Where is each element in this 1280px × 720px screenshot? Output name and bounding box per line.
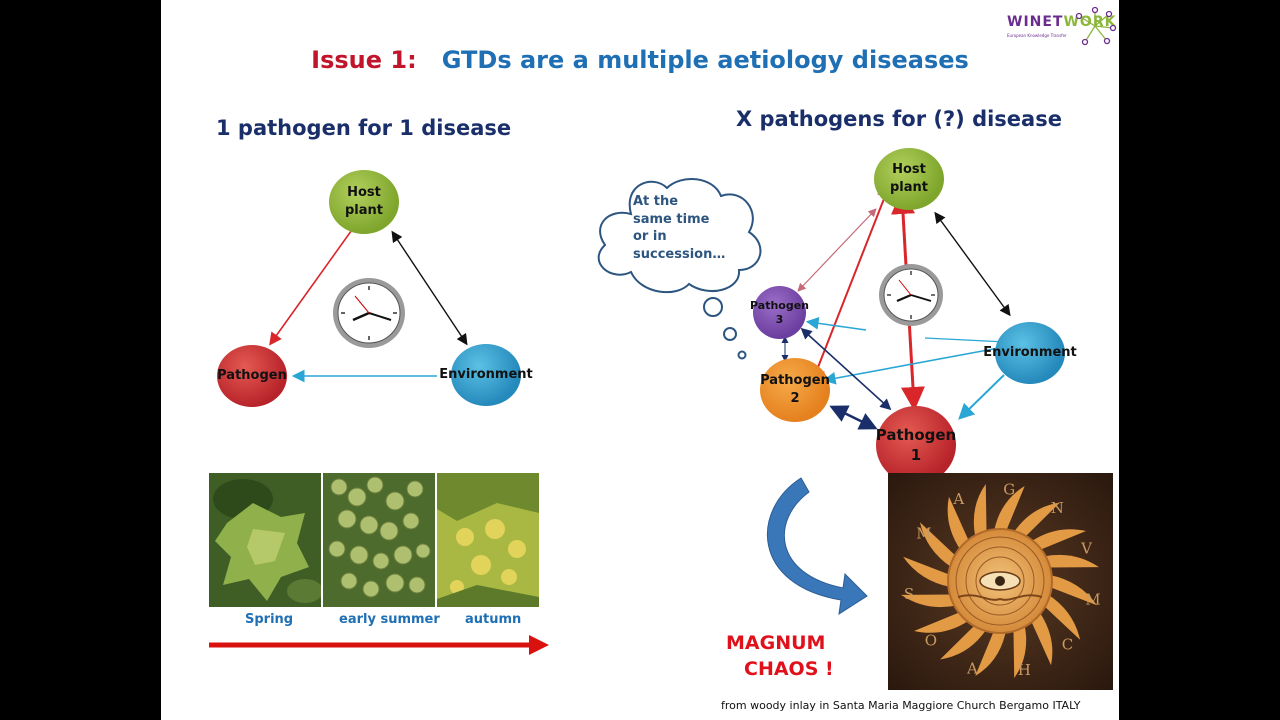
arrow-env-pathogen1	[958, 374, 1005, 420]
sun-rays	[901, 483, 1099, 679]
chaos-line-1: MAGNUM	[726, 632, 826, 654]
sun-ray	[903, 556, 951, 587]
arrow-host-environment-right	[934, 211, 1011, 317]
thought-line-4: succession…	[633, 246, 726, 262]
photo-spring-leaf	[209, 473, 321, 607]
host-right-label-1: Host	[892, 162, 926, 178]
pathogen1-label-1: Pathogen	[875, 425, 957, 444]
pathogen2-label-2: 2	[790, 391, 800, 406]
sun-ray	[940, 624, 987, 660]
photo-early-summer-grapes	[323, 473, 435, 607]
inlay-letter: M	[916, 525, 931, 543]
pathogen1-label-2: 1	[910, 446, 922, 464]
node-host-plant-right: Host plant	[874, 148, 944, 210]
arrow-host-pathogen	[269, 217, 361, 346]
sun-ray	[947, 496, 970, 551]
season-autumn: autumn	[465, 612, 522, 627]
node-pathogen-2: Pathogen 2	[760, 358, 830, 422]
inlay-letter: H	[1018, 661, 1031, 679]
node-environment: Environment	[439, 344, 533, 406]
woody-inlay-sun-image: M A G N V M C H A O S	[888, 473, 1113, 690]
curved-arrow-icon	[766, 477, 868, 616]
inlay-caption: from woody inlay in Santa Maria Maggiore…	[721, 699, 1081, 712]
sun-ray	[1049, 575, 1097, 606]
inlay-letter: S	[904, 585, 914, 603]
inlay-letter: N	[1051, 499, 1064, 517]
inlay-letter: O	[925, 631, 937, 649]
inlay-letter: C	[1062, 635, 1073, 653]
arrows-layer	[209, 177, 1011, 655]
slide-title: Issue 1: GTDs are a multiple aetiology d…	[161, 46, 1119, 74]
thought-text: At the same time or in succession…	[633, 193, 725, 263]
title-text: GTDs are a multiple aetiology diseases	[441, 46, 969, 74]
thought-bubble	[597, 177, 762, 360]
sun-ray	[913, 611, 970, 633]
thought-line-1: At the	[633, 194, 679, 209]
thought-line-2: same time	[633, 211, 710, 227]
sun-ray	[973, 483, 987, 538]
logo-tagline: European Knowledge Transfer	[1007, 33, 1067, 38]
sun-ray	[1043, 594, 1081, 640]
inlay-letter: M	[1085, 590, 1100, 608]
sun-ray	[1013, 502, 1060, 538]
arrow-pathogen2-pathogen1	[829, 405, 878, 430]
sun-ray	[1043, 554, 1099, 568]
inlay-letter: A	[952, 490, 964, 508]
arrow-env-pathogen3	[805, 316, 867, 331]
magnum-chaos-label: MAGNUM CHAOS !	[726, 630, 834, 682]
title-issue: Issue 1:	[311, 46, 417, 74]
host-right-label-2: plant	[889, 180, 928, 195]
environment-label: Environment	[439, 367, 533, 383]
inlay-letter: V	[1080, 540, 1093, 558]
clock-icon	[333, 278, 405, 348]
pathogen3-label-1: Pathogen	[750, 299, 810, 313]
right-heading: X pathogens for (?) disease	[736, 107, 1062, 131]
pathogen3-label-2: 3	[775, 312, 784, 326]
left-heading: 1 pathogen for 1 disease	[216, 116, 512, 140]
slide: WINETWORK European Knowledge Transfer Is…	[161, 0, 1119, 720]
sun-ray	[1013, 624, 1027, 679]
sun-ray	[919, 522, 957, 568]
line-env-to-center	[924, 337, 1007, 343]
node-environment-right: Environment	[983, 322, 1077, 384]
sun-ray	[994, 486, 1025, 532]
pathogen-label: Pathogen	[217, 368, 287, 384]
environment-right-label: Environment	[983, 345, 1077, 361]
season-early-summer: early summer	[339, 612, 440, 627]
node-host-plant: Host plant	[329, 170, 399, 234]
sun-ray	[901, 594, 957, 608]
sun-ray	[1030, 529, 1087, 551]
host-label-1: Host	[347, 185, 381, 201]
inlay-letter: A	[966, 660, 978, 678]
clock-icon-right	[879, 264, 943, 326]
chaos-line-2: CHAOS !	[744, 658, 834, 680]
photo-autumn-leaf	[437, 473, 539, 607]
thought-line-3: or in	[633, 229, 667, 244]
sun-ray	[975, 630, 1006, 676]
node-pathogen-1: Pathogen 1	[876, 406, 956, 484]
inlay-letter: G	[1003, 480, 1015, 498]
network-icon	[1075, 6, 1117, 46]
arrow-pathogen3-pathogen1	[800, 327, 892, 411]
pathogen2-label-1: Pathogen	[760, 373, 830, 389]
inlay-letters: M A G N V M C H A O S	[904, 480, 1101, 679]
logo-text-1: WINET	[1007, 14, 1064, 30]
node-pathogen: Pathogen	[217, 345, 287, 407]
winetwork-logo: WINETWORK European Knowledge Transfer	[1007, 6, 1117, 46]
arrow-host-environment	[391, 230, 468, 346]
sun-ray	[1030, 611, 1053, 666]
season-spring: Spring	[245, 612, 294, 627]
host-label-2: plant	[344, 203, 383, 218]
